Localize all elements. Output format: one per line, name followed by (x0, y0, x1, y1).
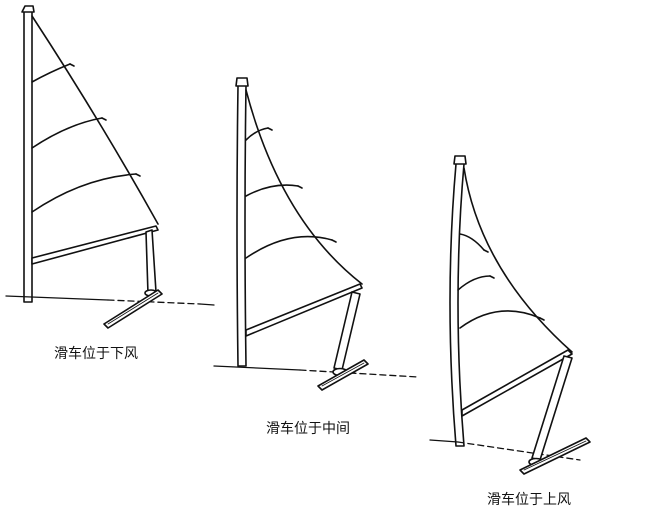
batten-end (539, 317, 545, 321)
deck-line (213, 365, 301, 371)
track-center (321, 362, 365, 387)
batten-line (31, 173, 137, 213)
boom (245, 283, 363, 337)
mast (449, 163, 465, 447)
sail (463, 167, 573, 353)
batten-line (31, 63, 71, 83)
batten-line (245, 184, 299, 197)
batten-end (135, 173, 141, 177)
batten-end (297, 185, 303, 189)
batten-end (331, 239, 337, 243)
batten-line (457, 275, 491, 291)
caption-center: 滑车位于中间 (266, 421, 350, 437)
deck-line (429, 439, 459, 443)
batten-line (245, 127, 269, 141)
caption-leeward: 滑车位于下风 (54, 346, 138, 362)
sheet-strut (145, 229, 157, 295)
caption-windward: 滑车位于上风 (487, 492, 571, 508)
boom (461, 349, 573, 417)
deck-line (5, 295, 109, 301)
batten-line (459, 310, 541, 329)
deck-line-dashed (107, 299, 201, 305)
sail (31, 15, 159, 225)
batten-line (459, 233, 485, 251)
sail-rig-center (213, 77, 419, 391)
deck-line-dashed (299, 369, 419, 378)
mast-head (235, 77, 249, 87)
mast-head (453, 155, 467, 165)
boom (31, 225, 159, 265)
mast (236, 85, 247, 367)
batten-end (267, 127, 273, 131)
sail-rig-leeward (5, 5, 215, 329)
traveller-track (519, 437, 591, 475)
batten-end (483, 249, 489, 253)
track-center (107, 292, 159, 325)
batten-end (101, 117, 107, 121)
deck-line-right (199, 303, 215, 306)
batten-end (69, 63, 75, 67)
sail (245, 89, 363, 285)
sail-rig-windward (429, 155, 591, 475)
mast-head (21, 5, 35, 13)
mast (23, 11, 33, 303)
sheet-strut (333, 291, 361, 371)
track-center (523, 440, 587, 471)
batten-end (489, 275, 495, 279)
batten-line (245, 235, 333, 259)
batten-line (31, 117, 103, 149)
